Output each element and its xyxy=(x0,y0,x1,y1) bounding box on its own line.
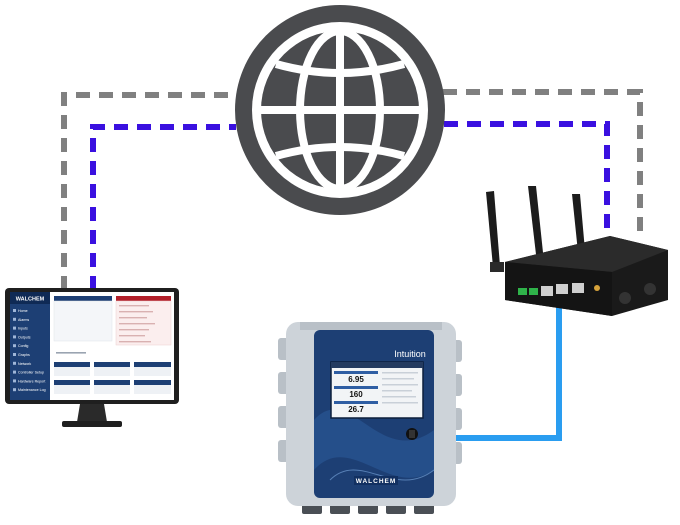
monitor-menu-item[interactable]: Network xyxy=(18,362,31,366)
menu-item-icon xyxy=(13,388,16,392)
vpn-link-router xyxy=(444,121,610,235)
menu-item-icon xyxy=(13,379,16,383)
monitor-menu-item[interactable]: Config xyxy=(18,344,28,348)
ethernet-link-controller-router xyxy=(455,297,562,441)
menu-item-icon xyxy=(13,309,16,312)
internet-link-monitor xyxy=(61,92,238,290)
monitor-menu-item[interactable]: Hardware Report xyxy=(18,379,45,383)
globe-icon xyxy=(235,5,445,215)
reading-value: 160 xyxy=(349,390,363,399)
controller-screen-brand: Intuition xyxy=(394,349,426,359)
reading-value: 26.7 xyxy=(348,405,364,414)
menu-item-icon xyxy=(13,361,16,365)
menu-item-icon xyxy=(13,317,16,321)
menu-item-icon xyxy=(13,370,16,374)
menu-item-icon xyxy=(13,335,16,339)
monitor-brand-logo: WALCHEM xyxy=(16,297,45,303)
monitor-sidebar-menu: HomeAlarmsInputsOutputsConfigGraphsNetwo… xyxy=(13,309,46,392)
monitor-menu-item[interactable]: Home xyxy=(18,309,28,313)
reading-value: 6.95 xyxy=(348,375,364,384)
reading-header xyxy=(334,386,378,389)
monitor-menu-item[interactable]: Controller Setup xyxy=(18,371,44,375)
internet-link-router xyxy=(443,89,643,235)
monitor-menu-item[interactable]: Alarms xyxy=(18,318,29,322)
monitor-menu-item[interactable]: Graphs xyxy=(18,353,30,357)
connection-links xyxy=(61,89,643,441)
menu-item-icon xyxy=(13,326,16,330)
reading-header xyxy=(334,401,378,404)
controller-icon: Intuition 6.95 160 26.7 WALCHEM xyxy=(278,322,462,514)
monitor-menu-item[interactable]: Inputs xyxy=(18,327,28,331)
reading-header xyxy=(334,371,378,374)
monitor-icon: WALCHEM HomeAlarmsInputsOutputsConfigGra… xyxy=(5,288,179,427)
monitor-menu-item[interactable]: Outputs xyxy=(18,335,31,339)
menu-item-icon xyxy=(13,344,16,348)
controller-readings: 6.95 160 26.7 xyxy=(334,371,378,414)
monitor-menu-item[interactable]: Maintenance Log xyxy=(18,388,46,392)
menu-item-icon xyxy=(13,353,16,356)
router-icon xyxy=(486,186,668,316)
vpn-link-monitor xyxy=(90,124,236,290)
controller-front-brand: WALCHEM xyxy=(356,478,397,485)
